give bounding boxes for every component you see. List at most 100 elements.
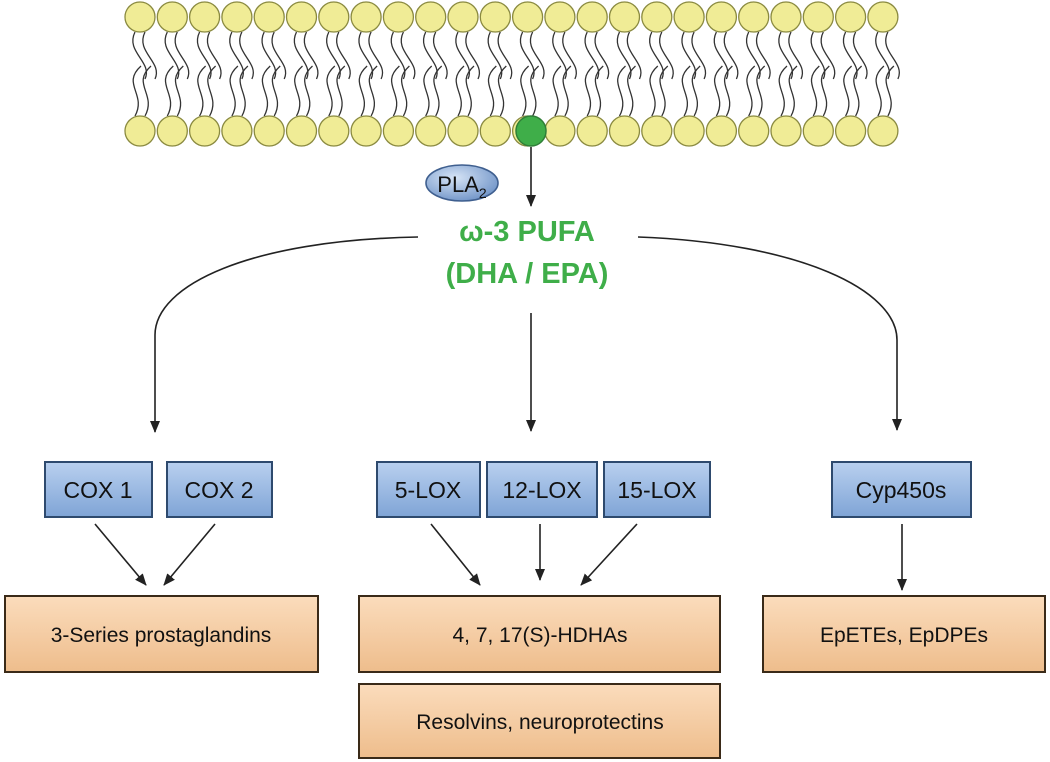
phospholipid-head [770, 115, 802, 147]
upper-lipid-tail [885, 31, 900, 80]
lower-lipid-tail [649, 65, 659, 117]
upper-lipid-tail [756, 31, 771, 80]
phospholipid-head [576, 1, 608, 33]
upper-lipid-tail [465, 31, 481, 80]
phospholipid-head [447, 1, 479, 33]
lower-lipid-tail [132, 65, 142, 117]
upper-lipid-tail [594, 31, 610, 80]
lox5-box: 5-LOX [376, 461, 481, 518]
phospholipid-head [253, 115, 285, 147]
phospholipid-head [382, 115, 415, 147]
upper-lipid-tail [584, 31, 600, 80]
hdhas-label: 4, 7, 17(S)-HDHAs [452, 624, 627, 647]
phospholipid-head [221, 1, 253, 33]
lower-lipid-tail [853, 65, 863, 117]
lox12-box: 12-LOX [486, 461, 598, 518]
epetes-box: EpETEs, EpDPEs [762, 595, 1046, 673]
lower-lipid-tail [562, 65, 572, 117]
lower-lipid-tail [810, 65, 820, 117]
upper-lipid-tail [368, 31, 384, 80]
upper-lipid-tail [659, 31, 674, 80]
lox5-label: 5-LOX [395, 477, 461, 503]
lipid-bilayer-membrane [124, 1, 900, 147]
branch-arrow-cyp [637, 236, 902, 431]
phospholipid-head [415, 115, 447, 147]
phospholipid-head [350, 115, 382, 147]
upper-lipid-tail [552, 31, 567, 80]
lower-lipid-tail [261, 65, 271, 117]
phospholipid-head [415, 1, 447, 33]
upper-lipid-tail [810, 31, 826, 80]
lower-lipid-tail [400, 65, 410, 117]
phospholipid-head [544, 115, 576, 147]
lower-lipid-tail [520, 65, 530, 117]
lower-lipid-tail [627, 65, 636, 117]
phospholipid-head [834, 1, 867, 33]
phospholipid-head [318, 115, 350, 147]
phospholipid-head [576, 115, 608, 147]
hdhas-box: 4, 7, 17(S)-HDHAs [358, 595, 721, 673]
upper-lipid-tail [400, 31, 416, 80]
upper-lipid-tail [326, 31, 341, 80]
cox2-label: COX 2 [184, 477, 253, 503]
lower-lipid-tail [423, 65, 433, 117]
lower-lipid-tail [843, 65, 853, 117]
lower-lipid-tail [746, 65, 756, 117]
upper-lipid-tail [229, 31, 244, 80]
upper-lipid-tail [142, 31, 158, 80]
phospholipid-head [867, 115, 899, 147]
phospholipid-head [608, 115, 641, 147]
lox15-box: 15-LOX [603, 461, 711, 518]
svg-text:PLA2: PLA2 [437, 172, 487, 201]
phospholipid-head [544, 1, 576, 33]
lower-lipid-tail [885, 65, 895, 117]
lower-lipid-tail [487, 65, 497, 117]
lower-lipid-tail [617, 65, 626, 117]
phospholipid-head [641, 115, 673, 147]
phospholipid-head [770, 1, 802, 33]
phospholipid-head [705, 115, 738, 147]
arrow-cox1-to-prostaglandins [94, 523, 147, 586]
phospholipid-head [350, 1, 382, 33]
upper-lipid-tail [271, 31, 287, 80]
lower-lipid-tail [207, 65, 217, 117]
upper-lipid-tail [336, 31, 351, 80]
lower-lipid-tail [239, 65, 249, 117]
upper-lipid-tail [562, 31, 577, 80]
pla2-label: PLA [437, 172, 479, 197]
upper-lipid-tail [723, 31, 739, 80]
phospholipid-head [124, 115, 156, 147]
phospholipid-head [285, 115, 318, 147]
lower-lipid-tail [691, 65, 701, 117]
arrow-lox15-to-hdhas [580, 523, 638, 586]
cox2-box: COX 2 [166, 461, 273, 518]
phospholipid-head [673, 115, 705, 147]
lower-lipid-tail [304, 65, 313, 117]
upper-lipid-tail [261, 31, 277, 80]
phospholipid-head [221, 115, 253, 147]
upper-lipid-tail [519, 31, 535, 80]
lower-lipid-tail [552, 65, 562, 117]
lower-lipid-tail [723, 65, 733, 117]
upper-lipid-tail [174, 31, 190, 80]
lower-lipid-tail [142, 65, 152, 117]
lower-lipid-tail [358, 65, 368, 117]
phospholipid-head [156, 115, 188, 147]
lower-lipid-tail [368, 65, 378, 117]
phospholipid-head [511, 1, 544, 33]
upper-lipid-tail [196, 31, 212, 80]
lower-lipid-tail [778, 65, 788, 117]
upper-lipid-tail [497, 31, 513, 80]
upper-lipid-tail [358, 31, 374, 80]
phospholipid-head [285, 1, 318, 33]
phospholipid-head [156, 1, 188, 33]
prostaglandins-box: 3-Series prostaglandins [4, 595, 319, 673]
upper-lipid-tail [529, 31, 545, 80]
membrane-outer-leaflet [124, 1, 899, 33]
membrane-inner-leaflet [124, 115, 899, 147]
lower-lipid-tail [530, 65, 540, 117]
upper-lipid-tail [778, 31, 794, 80]
phospholipid-head [641, 1, 673, 33]
branch-arrow-cox [150, 236, 419, 433]
